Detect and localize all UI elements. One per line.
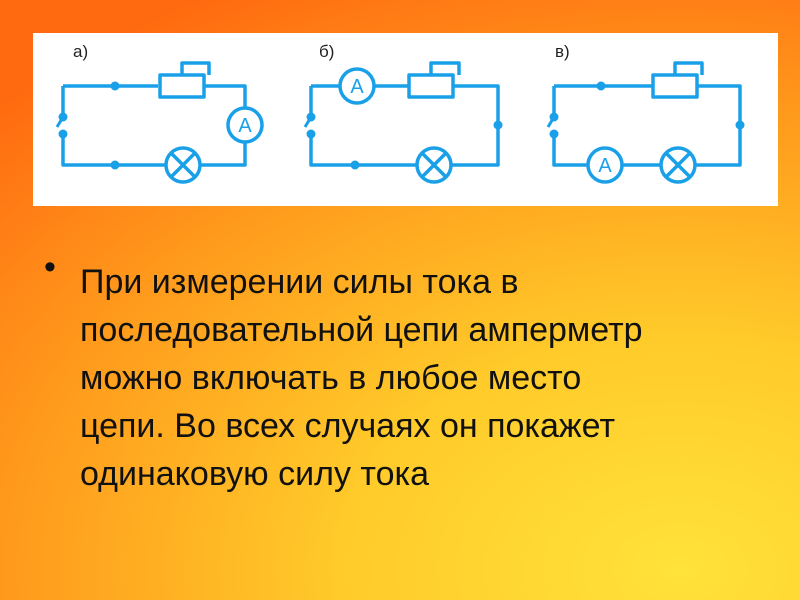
circuit-a-ammeter-symbol: A [238,115,252,137]
circuit-c-junction-dot [596,81,606,91]
circuit-b-ammeter-symbol: A [350,76,364,98]
circuit-b-junction-dot [493,120,503,130]
circuit-b-rheostat-slider [429,61,461,75]
circuit-b-lamp-cross-2 [420,151,448,179]
circuit-b-left-wire [309,86,416,167]
circuit-c [552,61,742,184]
circuit-c-rheostat-slider [673,61,704,75]
slide-body-text: При измерении силы тока в последовательн… [80,263,643,493]
circuit-b-rheostat [407,73,455,99]
circuit-b-label: б) [319,42,334,61]
circuit-a-switch-icon [55,112,68,139]
circuit-b-junction-dot [350,160,360,170]
circuit-a-junction-dot [110,81,120,91]
circuit-c-label: в) [555,42,570,61]
circuit-a-left-wire [61,86,183,167]
circuit-c-rheostat [651,73,699,99]
circuit-a [61,61,264,184]
circuit-a-rheostat-slider [180,61,211,75]
circuit-b-right-wire [451,84,500,167]
circuit-c-ammeter-symbol: A [598,155,612,177]
bullet-marker: • [44,248,56,286]
circuit-b [309,61,500,184]
circuit-a-top-wire-right [204,84,247,107]
circuit-diagrams-panel: а) б) в) A A A [33,33,778,206]
circuit-c-right-wire [695,84,742,167]
circuit-c-switch-icon [546,112,559,139]
circuit-a-rheostat [158,73,206,99]
circuit-a-lamp-cross-2 [169,151,197,179]
circuit-a-junction-dot [110,160,120,170]
circuit-diagrams: а) б) в) A A A [55,42,745,184]
circuit-a-label: а) [73,42,88,61]
circuit-b-switch-icon [303,112,316,139]
circuit-c-junction-dot [735,120,745,130]
circuit-a-right-wire [201,142,247,167]
circuit-c-lamp-cross-2 [664,151,692,179]
circuit-c-left-wire [552,86,588,167]
